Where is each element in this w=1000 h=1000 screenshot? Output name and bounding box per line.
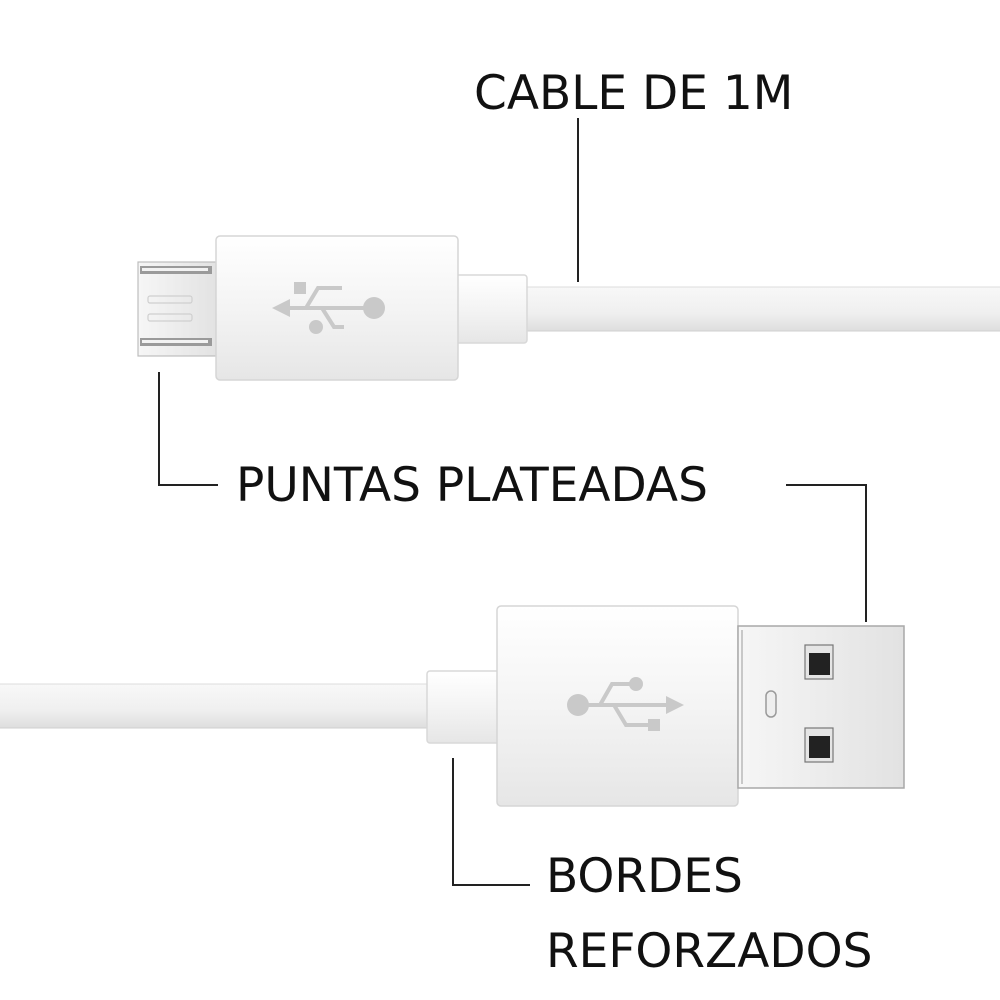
leader-line-puntas-left: [158, 372, 218, 486]
bottom-strain-relief: [426, 670, 502, 744]
usb-a-connector: [0, 605, 905, 807]
leader-lines: [158, 118, 867, 886]
silver-tips-label: PUNTAS PLATEADAS: [236, 458, 708, 513]
reinforced-edges-label-line2: REFORZADOS: [546, 924, 873, 979]
usb-symbol-icon: [567, 677, 684, 731]
leader-line-bordes: [452, 758, 530, 886]
top-strain-relief: [454, 274, 528, 344]
reinforced-edges-label-line1: BORDES: [546, 849, 743, 904]
cable-length-label: CABLE DE 1M: [474, 66, 794, 121]
usb-symbol-icon: [272, 282, 385, 334]
top-cable: [520, 287, 1000, 331]
micro-usb-connector: [137, 235, 1000, 381]
leader-line-puntas-right: [786, 484, 867, 622]
bottom-cable: [0, 684, 435, 728]
